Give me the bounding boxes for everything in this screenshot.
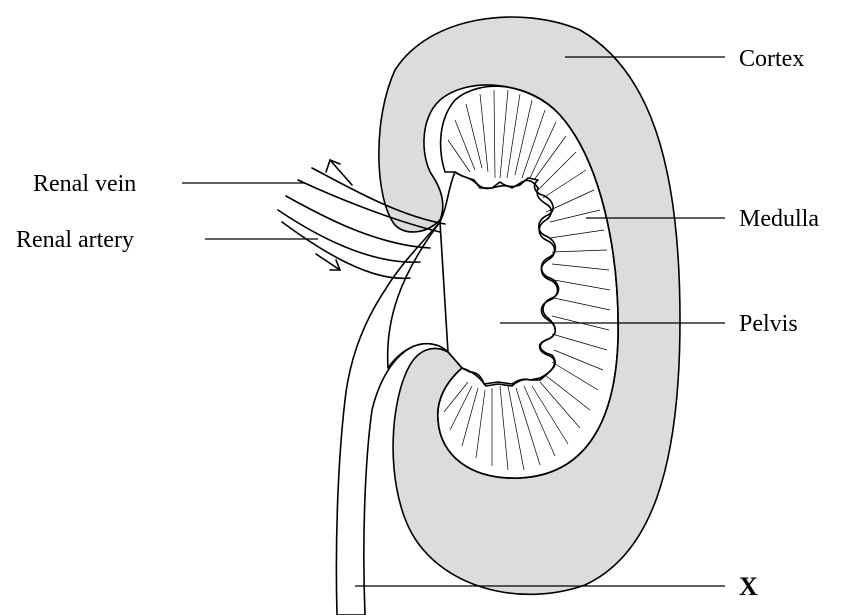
cortex-label: Cortex — [739, 46, 804, 72]
x-label: X — [739, 572, 758, 601]
medulla-label: Medulla — [739, 206, 819, 232]
vein-arrow-shaft — [330, 160, 352, 185]
cortex-region — [379, 17, 680, 594]
vein-arrow-head — [326, 160, 340, 172]
renal-vein-label: Renal vein — [33, 171, 136, 197]
renal-artery-vessel-3 — [282, 222, 410, 278]
renal-artery-label: Renal artery — [16, 227, 134, 253]
pelvis-label: Pelvis — [739, 311, 798, 337]
